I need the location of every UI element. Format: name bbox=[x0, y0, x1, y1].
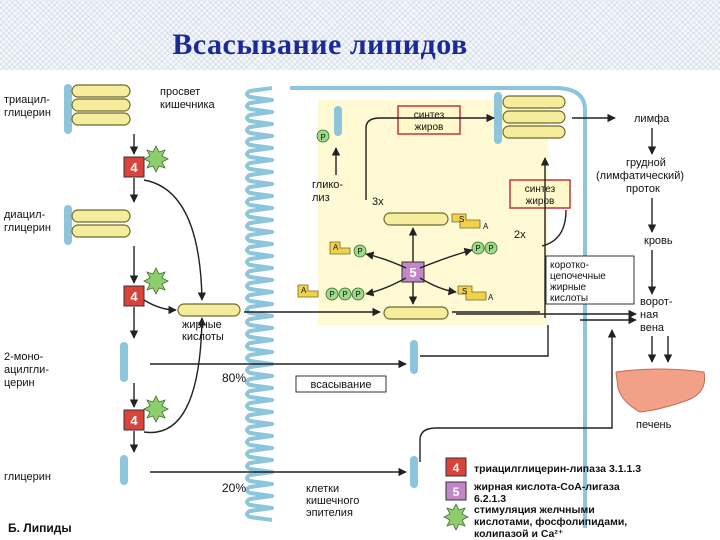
svg-text:стимуляция желчными: стимуляция желчными bbox=[474, 504, 595, 516]
lymph-label: лимфа bbox=[634, 113, 670, 125]
svg-text:грудной: грудной bbox=[626, 157, 666, 169]
diacylglycerol-label-2: глицерин bbox=[4, 222, 51, 234]
fat-drop bbox=[71, 112, 131, 126]
stoich-3x: 3x bbox=[372, 196, 384, 208]
svg-text:колипазой и Са²⁺: колипазой и Са²⁺ bbox=[474, 528, 563, 540]
svg-text:S: S bbox=[459, 215, 464, 224]
svg-text:5: 5 bbox=[453, 485, 460, 499]
stimulation-star-icons bbox=[143, 145, 169, 423]
svg-text:проток: проток bbox=[626, 183, 660, 195]
svg-text:глико-: глико- bbox=[312, 179, 343, 191]
epithelial-cell-label: клетки кишечного эпителия bbox=[306, 483, 359, 519]
svg-text:(лимфатический): (лимфатический) bbox=[596, 170, 684, 182]
fat-drop bbox=[177, 303, 241, 317]
svg-text:кишечного: кишечного bbox=[306, 495, 359, 507]
svg-text:кислоты: кислоты bbox=[550, 293, 588, 304]
lumen-fat-stacks bbox=[64, 84, 241, 485]
svg-text:ворот-: ворот- bbox=[640, 296, 673, 308]
svg-text:жиров: жиров bbox=[526, 196, 555, 207]
svg-text:всасывание: всасывание bbox=[311, 379, 372, 391]
liver-icon bbox=[615, 368, 706, 413]
star-icon bbox=[443, 503, 469, 531]
svg-text:вена: вена bbox=[640, 322, 665, 334]
blood-label: кровь bbox=[644, 235, 673, 247]
svg-text:A: A bbox=[483, 222, 489, 231]
enzyme-4-group: 4 4 4 bbox=[123, 156, 145, 431]
svg-text:синтез: синтез bbox=[414, 110, 445, 121]
fat-synthesis-box-2: синтез жиров bbox=[509, 179, 571, 209]
svg-text:жирные: жирные bbox=[550, 282, 587, 293]
phosphate-icon bbox=[316, 129, 330, 143]
legend: 4 триацилглицерин-липаза 3.1.1.3 5 жирна… bbox=[443, 457, 641, 540]
svg-text:клетки: клетки bbox=[306, 483, 339, 495]
svg-text:P: P bbox=[342, 290, 347, 299]
figure-label: Б. Липиды bbox=[8, 521, 72, 535]
stoich-2x: 2x bbox=[514, 229, 526, 241]
svg-text:кислотами, фосфолипидами,: кислотами, фосфолипидами, bbox=[474, 516, 627, 528]
liver-label: печень bbox=[636, 419, 672, 431]
monoacylglycerol-label-1: 2-моно- bbox=[4, 351, 44, 363]
svg-text:A: A bbox=[333, 243, 339, 252]
svg-text:P: P bbox=[329, 290, 334, 299]
diacylglycerol-label-1: диацил- bbox=[4, 209, 46, 221]
star-icon bbox=[143, 145, 169, 173]
svg-text:лиз: лиз bbox=[312, 192, 330, 204]
svg-text:S: S bbox=[462, 287, 467, 296]
star-icon bbox=[143, 267, 169, 295]
intestinal-epithelium-membrane bbox=[245, 86, 274, 522]
triacylglycerol-label-1: триацил- bbox=[4, 94, 50, 106]
slide-title: Всасывание липидов bbox=[172, 28, 468, 61]
svg-text:P: P bbox=[320, 133, 325, 142]
percent-20-label: 20% bbox=[222, 481, 246, 495]
svg-text:A: A bbox=[488, 293, 494, 302]
svg-text:цепочечные: цепочечные bbox=[550, 271, 606, 282]
star-icon bbox=[143, 395, 169, 423]
svg-text:кишечника: кишечника bbox=[160, 99, 216, 111]
svg-text:P: P bbox=[357, 247, 362, 256]
absorption-callout: всасывание bbox=[295, 375, 387, 393]
svg-text:5: 5 bbox=[409, 265, 416, 280]
svg-text:жирная кислота-СоА-лигаза: жирная кислота-СоА-лигаза bbox=[473, 481, 620, 493]
monoacylglycerol-label-2: ацилгли- bbox=[4, 364, 49, 376]
svg-text:A: A bbox=[301, 286, 307, 295]
circulation-labels: лимфа грудной (лимфатический) проток кро… bbox=[596, 113, 684, 431]
fat-drop bbox=[71, 84, 131, 98]
lumen-arrows bbox=[129, 134, 207, 453]
percent-80-label: 80% bbox=[222, 371, 246, 385]
triacylglycerol-label-2: глицерин bbox=[4, 107, 51, 119]
cell-fat-stack bbox=[494, 92, 566, 144]
fat-drop bbox=[71, 224, 131, 238]
svg-text:P: P bbox=[475, 244, 480, 253]
svg-text:триацилглицерин-липаза 3.1.1.3: триацилглицерин-липаза 3.1.1.3 bbox=[474, 463, 641, 475]
monoacylglycerol-label-3: церин bbox=[4, 377, 35, 389]
cell-arrows bbox=[244, 113, 616, 318]
fat-drop bbox=[71, 209, 131, 223]
svg-text:6.2.1.3: 6.2.1.3 bbox=[474, 493, 506, 505]
glycerol-label: глицерин bbox=[4, 471, 51, 483]
svg-text:коротко-: коротко- bbox=[550, 260, 589, 271]
epithelial-cell-outline bbox=[290, 86, 587, 528]
svg-text:эпителия: эпителия bbox=[306, 507, 353, 519]
fatty-acids-label-2: кислоты bbox=[182, 331, 224, 343]
svg-text:4: 4 bbox=[453, 461, 460, 475]
glycolysis-label: глико- лиз bbox=[312, 179, 343, 204]
svg-text:P: P bbox=[488, 244, 493, 253]
svg-text:4: 4 bbox=[130, 160, 138, 175]
short-chain-fatty-acids-label: коротко- цепочечные жирные кислоты bbox=[545, 255, 635, 305]
amp-atp-icons: A P A P P P P P S A bbox=[297, 241, 498, 302]
fat-synthesis-box-1: синтез жиров bbox=[397, 105, 461, 135]
svg-text:просвет: просвет bbox=[160, 86, 200, 98]
svg-text:жиров: жиров bbox=[415, 122, 444, 133]
svg-text:4: 4 bbox=[130, 289, 138, 304]
title-banner: Всасывание липидов bbox=[0, 0, 720, 70]
fat-drop bbox=[71, 98, 131, 112]
svg-text:ная: ная bbox=[640, 309, 658, 321]
svg-text:P: P bbox=[355, 290, 360, 299]
svg-text:4: 4 bbox=[130, 413, 138, 428]
lumen-label: просвет кишечника bbox=[160, 86, 216, 111]
left-labels: триацил- глицерин диацил- глицерин 2-мон… bbox=[4, 94, 224, 483]
svg-text:синтез: синтез bbox=[525, 184, 556, 195]
